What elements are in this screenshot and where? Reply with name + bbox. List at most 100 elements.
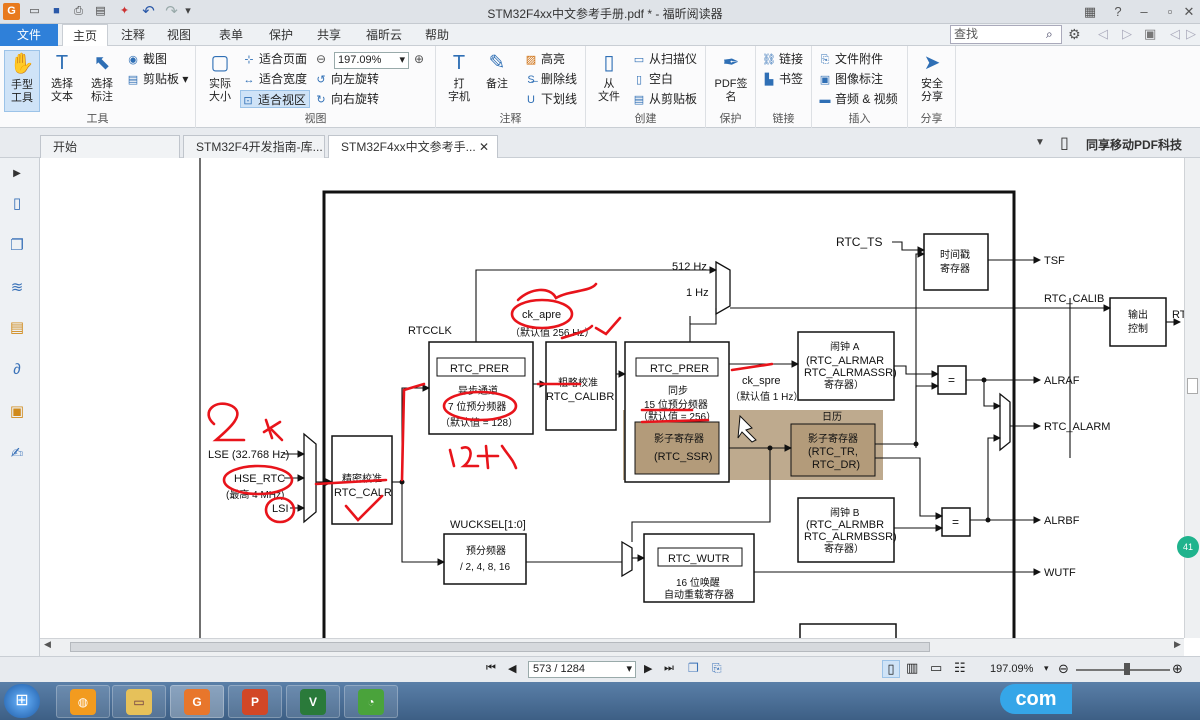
redo-icon[interactable]: ↷ [165, 3, 178, 20]
select-annotation-button[interactable]: ⬉选择 标注 [83, 50, 121, 104]
zoom-select[interactable]: 197.09%▾ [334, 52, 409, 69]
expand-panel-icon[interactable]: ▶ [13, 168, 21, 179]
ribbon-nav-icon[interactable]: ◁ [1170, 26, 1180, 41]
tab-help[interactable]: 帮助 [424, 28, 449, 42]
tab-home[interactable]: 主页 [62, 24, 108, 47]
start-button[interactable]: ⊞ [4, 684, 40, 718]
zoom-slider-thumb[interactable] [1124, 663, 1130, 675]
from-clipboard-button[interactable]: ▤从剪贴板 [632, 90, 697, 108]
tab-view[interactable]: 视图 [166, 28, 191, 42]
taskbar-explorer[interactable]: ▭ [112, 685, 166, 718]
signature-icon[interactable]: ✍ [10, 445, 24, 462]
bookmark-button[interactable]: ▙书签 [762, 70, 803, 88]
ribbon-toggle-icon[interactable]: ▦ [1083, 4, 1097, 19]
vertical-scrollbar[interactable]: 41 [1177, 158, 1200, 638]
fit-visible-button[interactable]: ⊡适合视区 [240, 90, 311, 108]
page-number-input[interactable]: 573 / 1284▾ [528, 661, 636, 678]
print-icon[interactable]: ⎙ [74, 5, 83, 17]
nav-forward-icon[interactable]: ▷ [1122, 26, 1132, 41]
close-button[interactable]: ✕ [1183, 4, 1195, 19]
fit-page-button[interactable]: ⊹适合页面 [242, 50, 307, 68]
actual-size-button[interactable]: ▢实际 大小 [202, 50, 238, 104]
tab-list-dropdown-icon[interactable]: ▼ [1035, 137, 1045, 148]
scroll-left-icon[interactable]: ◀ [44, 639, 51, 649]
next-page-icon[interactable]: ▶ [644, 663, 653, 675]
search-input[interactable]: 查找 [950, 25, 1062, 44]
document-view[interactable]: RTCCLK LSE (32.768 Hz) HSE_RTC (最高 4 MHz… [40, 158, 1184, 638]
settings-gear-icon[interactable]: ⚙ [1068, 26, 1081, 42]
clipboard-button[interactable]: ▤剪贴板 ▾ [126, 70, 189, 88]
taskbar-powerpoint[interactable]: P [228, 685, 282, 718]
save-icon[interactable]: ■ [53, 5, 60, 17]
attachment-icon[interactable]: ∂ [13, 361, 21, 378]
rotate-left-button[interactable]: ↺向左旋转 [314, 70, 379, 88]
note-button[interactable]: ✎备注 [480, 50, 514, 91]
horizontal-scrollbar[interactable]: ◀ ▶ [40, 638, 1184, 656]
zoom-in-icon[interactable]: ⊕ [414, 52, 425, 66]
file-attachment-button[interactable]: ⎘文件附件 [818, 50, 883, 68]
previous-page-icon[interactable]: ◀ [508, 663, 517, 675]
zoom-out-icon[interactable]: ⊖ [316, 52, 327, 66]
open-folder-icon[interactable]: ▭ [29, 5, 40, 17]
continuous-view-icon[interactable]: ▥ [906, 660, 919, 675]
page-copy-icon[interactable]: ❐ [688, 661, 699, 675]
zoom-slider[interactable] [1076, 669, 1170, 671]
security-lock-icon[interactable]: ▣ [9, 403, 25, 420]
tab-reference-manual[interactable]: STM32F4xx中文参考手... ✕ [328, 135, 498, 158]
fit-width-button[interactable]: ↔适合宽度 [242, 70, 308, 88]
zoom-out-status-icon[interactable]: ⊖ [1058, 661, 1069, 676]
zoom-in-status-icon[interactable]: ⊕ [1172, 661, 1183, 676]
blank-page-button[interactable]: ▯空白 [632, 70, 673, 88]
tab-share[interactable]: 共享 [316, 28, 341, 42]
vertical-scroll-thumb[interactable] [1187, 378, 1198, 394]
page-thumbnail-icon[interactable]: ▯ [12, 195, 22, 212]
strikeout-button[interactable]: S̶删除线 [524, 70, 577, 88]
taskbar-visio[interactable]: V [286, 685, 340, 718]
single-page-view-icon[interactable]: ▯ [882, 660, 900, 678]
comments-icon[interactable]: ▤ [9, 319, 25, 336]
secure-share-button[interactable]: ➤安全 分享 [914, 50, 950, 104]
scroll-right-icon[interactable]: ▶ [1174, 639, 1181, 649]
hand-tool-button[interactable]: ✋手型 工具 [4, 50, 40, 112]
undo-icon[interactable]: ↶ [142, 3, 155, 20]
page-icon[interactable]: ▤ [95, 5, 106, 17]
ribbon-nav-right-icon[interactable]: ▷ [1186, 26, 1196, 41]
promo-text[interactable]: 同享移动PDF科技 [1086, 138, 1183, 152]
highlight-button[interactable]: ▨高亮 [524, 50, 565, 68]
app-logo-icon[interactable]: G [3, 3, 20, 20]
rotate-right-button[interactable]: ↻向右旋转 [314, 90, 379, 108]
tab-foxit-cloud[interactable]: 福昕云 [365, 28, 402, 42]
file-menu-button[interactable]: 文件 [0, 24, 58, 46]
tab-protect[interactable]: 保护 [268, 28, 293, 42]
link-button[interactable]: ⛓链接 [762, 50, 803, 68]
layers-icon[interactable]: ≋ [10, 279, 24, 296]
taskbar-foxit[interactable]: G [170, 685, 224, 718]
screenshot-button[interactable]: ◉截图 [126, 50, 167, 68]
pdf-sign-button[interactable]: ✒PDF签 名 [714, 52, 748, 103]
pages-icon[interactable]: ❐ [10, 237, 24, 254]
from-file-button[interactable]: ▯从 文件 [592, 50, 626, 104]
tab-stm32f4-guide[interactable]: STM32F4开发指南-库... [183, 135, 325, 158]
continuous-facing-icon[interactable]: ☷ [954, 660, 966, 675]
floating-badge-icon[interactable]: 41 [1177, 536, 1199, 558]
new-document-icon[interactable]: ✦ [119, 5, 130, 17]
user-avatar-icon[interactable]: ▣ [1144, 26, 1157, 41]
nav-back-icon[interactable]: ◁ [1098, 26, 1108, 41]
help-icon[interactable]: ? [1114, 4, 1122, 19]
search-icon[interactable]: ⌕ [1046, 27, 1053, 41]
zoom-level-text[interactable]: 197.09% [990, 663, 1034, 675]
image-annotation-button[interactable]: ▣图像标注 [818, 70, 883, 88]
tab-start[interactable]: 开始 [40, 135, 180, 158]
audio-video-button[interactable]: ▬音频 & 视频 [818, 90, 898, 108]
minimize-button[interactable]: – [1140, 4, 1148, 19]
last-page-icon[interactable]: ⏭ [664, 662, 674, 674]
maximize-button[interactable]: ▫ [1167, 4, 1173, 19]
facing-view-icon[interactable]: ▭ [930, 660, 943, 675]
taskbar-chrome[interactable]: ◍ [56, 685, 110, 718]
first-page-icon[interactable]: ⏮ [486, 662, 496, 674]
customize-dropdown-icon[interactable]: ▾ [185, 5, 191, 17]
horizontal-scroll-thumb[interactable] [70, 642, 930, 652]
from-scanner-button[interactable]: ▭从扫描仪 [632, 50, 697, 68]
